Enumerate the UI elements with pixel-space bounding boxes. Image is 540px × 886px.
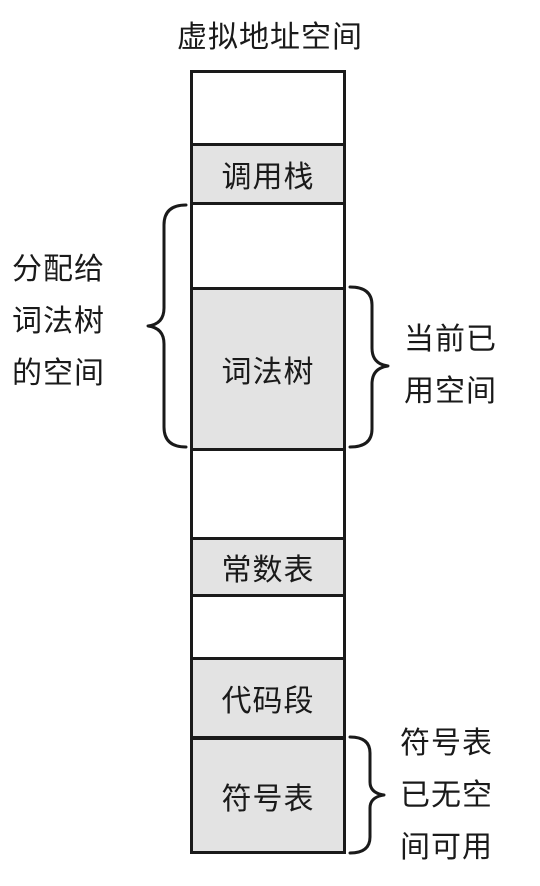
segment-lexical-tree: 词法树 (193, 287, 343, 451)
segment-constant-table: 常数表 (193, 537, 343, 597)
brace-allocated (146, 203, 188, 449)
segment-empty-top (193, 73, 343, 143)
segment-empty-3 (193, 597, 343, 657)
label-full: 符号表 已无空 间可用 (400, 726, 493, 865)
address-space-column: 调用栈 词法树 常数表 代码段 符号表 (190, 70, 346, 854)
brace-used (348, 285, 390, 449)
brace-full (348, 735, 386, 855)
diagram-title: 虚拟地址空间 (177, 20, 363, 55)
segment-call-stack: 调用栈 (193, 143, 343, 205)
label-used: 当前已 用空间 (404, 322, 497, 409)
label-allocated: 分配给 词法树 的空间 (12, 252, 105, 391)
segment-empty-2 (193, 451, 343, 537)
segment-empty-1 (193, 205, 343, 287)
segment-symbol-table: 符号表 (193, 737, 343, 851)
segment-code: 代码段 (193, 657, 343, 739)
